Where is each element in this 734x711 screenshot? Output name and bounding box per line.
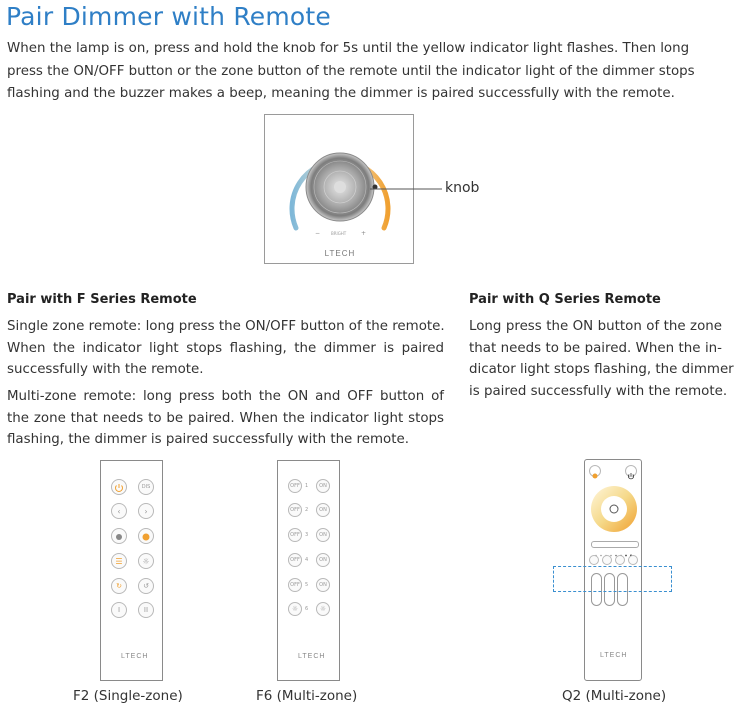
f6-dim-button: ☼: [288, 602, 302, 616]
q2-zone-highlight: [553, 566, 672, 592]
q2-scene-button: [589, 555, 599, 565]
f2-dis-button: DIS: [138, 479, 154, 495]
power-icon: [628, 473, 634, 480]
q2-scene-button: [602, 555, 612, 565]
para-line: Multi-zone remote: long press both the O…: [7, 389, 444, 404]
knob-label: knob: [445, 180, 480, 196]
f2-mode-button: ↻: [111, 578, 127, 594]
intro-line: flashing and the buzzer makes a beep, me…: [7, 86, 675, 101]
f6-on-button: ON: [316, 553, 330, 567]
f2-scene-button: ☰: [111, 553, 127, 569]
intro-line: press the ON/OFF button or the zone butt…: [7, 63, 695, 79]
f6-brand: LTECH: [298, 653, 326, 660]
f2-caption: F2 (Single-zone): [73, 688, 183, 704]
f-series-heading: Pair with F Series Remote: [7, 292, 197, 307]
q2-caption: Q2 (Multi-zone): [562, 688, 667, 704]
q2-zone-rocker: [617, 573, 628, 606]
f2-two-button: II: [138, 602, 154, 618]
f6-off-button: OFF: [288, 528, 302, 542]
f-series-multi-paragraph: Multi-zone remote: long press both the O…: [7, 386, 444, 451]
sun-icon: [592, 473, 598, 479]
f6-zone-number: 3: [305, 532, 309, 538]
dimmer-knob-illustration: − BRIGHT + LTECH: [289, 152, 391, 258]
para-line: is paired successfully with the remote.: [469, 383, 728, 399]
para-line: successfully with the remote.: [7, 362, 204, 377]
q2-scene-button: [628, 555, 638, 565]
para-line: Long press the ON button of the zone: [469, 319, 722, 334]
q2-zone-rocker: [604, 573, 615, 606]
f6-remote: OFF ON OFF ON OFF ON OFF ON OFF ON ☼ ☼ 1…: [277, 460, 340, 681]
q2-scene-button: [615, 555, 625, 565]
bright-label: BRIGHT: [331, 231, 347, 236]
f6-zone-number: 2: [305, 507, 309, 513]
f6-off-button: OFF: [288, 479, 302, 493]
f6-on-button: ON: [316, 578, 330, 592]
f6-off-button: OFF: [288, 578, 302, 592]
f6-zone-number: 6: [305, 606, 309, 612]
f2-power-button: [111, 479, 127, 495]
q2-light-button: [589, 465, 601, 479]
f6-bright-button: ☼: [316, 602, 330, 616]
f6-on-button: ON: [316, 503, 330, 517]
para-line: flashing, the dimmer is paired successfu…: [7, 432, 409, 447]
para-line: Single zone remote: long press the ON/OF…: [7, 319, 445, 334]
q-series-paragraph: Long press the ON button of the zone tha…: [469, 316, 734, 402]
para-line: the zone that needs to be paired. When t…: [7, 410, 444, 426]
q2-zone-rocker: [591, 573, 602, 606]
page-title: Pair Dimmer with Remote: [6, 2, 331, 31]
q2-center-button: [609, 504, 619, 514]
f2-brand: LTECH: [121, 653, 149, 660]
q-series-heading: Pair with Q Series Remote: [469, 292, 661, 307]
f6-zone-number: 5: [305, 582, 309, 588]
para-line: When the indicator light stops flashing,…: [7, 340, 444, 356]
f2-right-button: ›: [138, 503, 154, 519]
f2-warm-button: [138, 528, 154, 544]
knob-indicator-dot: [372, 184, 378, 190]
intro-paragraph: When the lamp is on, press and hold the …: [7, 38, 727, 106]
panel-brand: LTECH: [325, 249, 356, 258]
f6-on-button: ON: [316, 528, 330, 542]
f2-brightness-button: ☼: [138, 553, 154, 569]
f6-off-button: OFF: [288, 503, 302, 517]
q2-brightness-bar: [591, 541, 639, 557]
knob-callout-line: [370, 188, 442, 190]
f2-cool-button: [111, 528, 127, 544]
intro-line: When the lamp is on, press and hold the …: [7, 41, 690, 56]
f6-off-button: OFF: [288, 553, 302, 567]
q2-brand: LTECH: [600, 652, 628, 659]
f2-one-button: I: [111, 602, 127, 618]
para-line: dicator light stops flashing, the dimmer: [469, 362, 734, 377]
f6-zone-number: 4: [305, 557, 309, 563]
cool-light-icon: [116, 534, 122, 540]
f2-remote: DIS ‹ › ☰ ☼ ↻ ↺ I II LTECH: [100, 460, 163, 681]
q2-power-button: [625, 465, 637, 480]
q2-color-wheel: [591, 486, 637, 532]
f6-caption: F6 (Multi-zone): [256, 688, 358, 704]
warm-light-icon: [142, 533, 150, 541]
para-line: that needs to be paired. When the in-: [469, 340, 722, 356]
power-icon: [115, 484, 123, 492]
f6-on-button: ON: [316, 479, 330, 493]
minus-label: −: [315, 230, 320, 237]
f6-zone-number: 1: [305, 483, 309, 489]
f2-left-button: ‹: [111, 503, 127, 519]
f-series-single-paragraph: Single zone remote: long press the ON/OF…: [7, 316, 445, 381]
plus-label: +: [361, 230, 366, 237]
q2-remote: LTECH: [584, 459, 642, 681]
f2-speed-button: ↺: [138, 578, 154, 594]
